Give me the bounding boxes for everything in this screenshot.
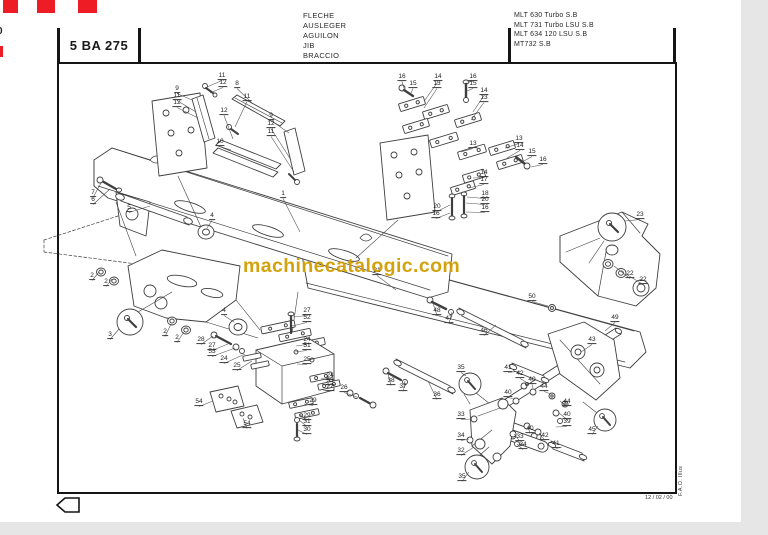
model-line: MLT 731 Turbo LSU S.B — [514, 21, 594, 29]
logo-square-icon — [78, 0, 97, 13]
drawing-frame — [57, 62, 677, 494]
model-line: MT732 S.B — [514, 40, 551, 48]
title-line: AUSLEGER — [303, 21, 347, 30]
model-line: MLT 634 120 LSU S.B — [514, 31, 588, 38]
page-code: 5 BA 275 — [69, 37, 129, 53]
logo-square-icon — [37, 0, 55, 13]
watermark-text: machinecatalogic.com — [243, 255, 461, 277]
models-tab — [508, 28, 676, 62]
page-code-tab: 5 BA 275 — [57, 28, 141, 62]
logo-sliver-icon — [0, 46, 3, 57]
page-arrow-icon — [55, 497, 80, 513]
title-line: FLECHE — [303, 11, 335, 20]
logo-square-icon — [3, 0, 18, 13]
model-line: MLT 630 Turbo S.B — [514, 12, 578, 19]
title-line: AGUILON — [303, 31, 339, 40]
model-list: MLT 630 Turbo S.B MLT 731 Turbo LSU S.B ML… — [514, 11, 594, 49]
scan-margin-right — [741, 0, 768, 535]
revision-date: 12 / 02 / 00 — [645, 495, 673, 501]
logo-text-fragment: 0 — [0, 26, 3, 37]
title-line: BRACCIO — [303, 51, 340, 60]
title-line: JIB — [303, 41, 315, 50]
scan-margin-bottom — [0, 522, 741, 535]
